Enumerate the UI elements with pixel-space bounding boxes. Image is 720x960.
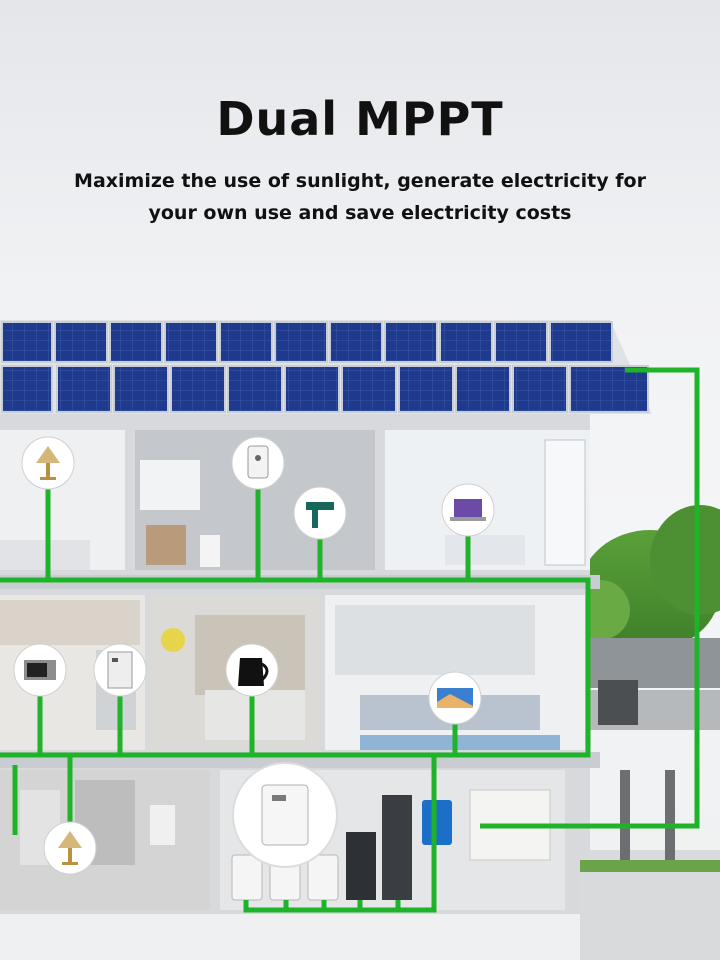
page-title: Dual MPPT [216,92,504,146]
television-icon [428,671,482,725]
inverter-unit-icon [232,762,338,868]
power-wiring [0,367,700,913]
table-lamp-icon [21,436,75,490]
lawn-strip [580,860,720,872]
solar-panel-roof [0,320,652,414]
laptop-icon [441,483,495,537]
subtitle-line-2: your own use and save electricity costs [148,202,572,224]
table-lamp-icon [43,821,97,875]
kettle-icon [225,643,279,697]
microwave-icon [13,643,67,697]
hair-dryer-icon [293,486,347,540]
subtitle-line-1: Maximize the use of sunlight, generate e… [74,170,646,192]
page-subtitle: Maximize the use of sunlight, generate e… [40,165,680,229]
refrigerator-icon [93,643,147,697]
water-heater-icon [231,436,285,490]
battery-bank [231,795,452,901]
